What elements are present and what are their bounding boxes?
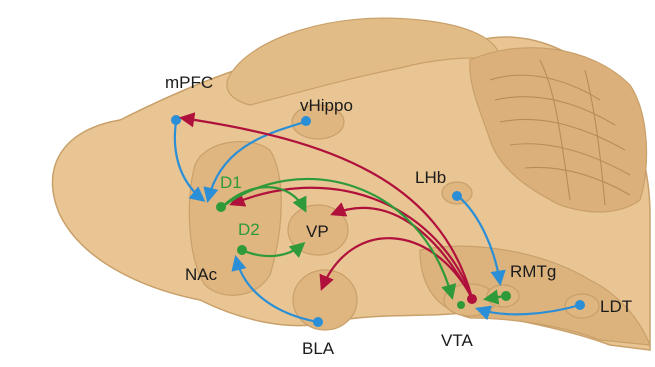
label-mpfc: mPFC: [165, 73, 213, 93]
label-nac: NAc: [185, 265, 217, 285]
vta-origin: [467, 294, 477, 304]
label-bla: BLA: [302, 339, 334, 359]
label-ldt: LDT: [600, 297, 632, 317]
label-rmtg: RMTg: [510, 262, 556, 282]
label-vhippo: vHippo: [300, 96, 353, 116]
label-d2: D2: [238, 220, 260, 240]
label-lhb: LHb: [415, 168, 446, 188]
label-vp: VP: [306, 222, 329, 242]
label-vta: VTA: [441, 331, 473, 351]
label-d1: D1: [220, 173, 242, 193]
